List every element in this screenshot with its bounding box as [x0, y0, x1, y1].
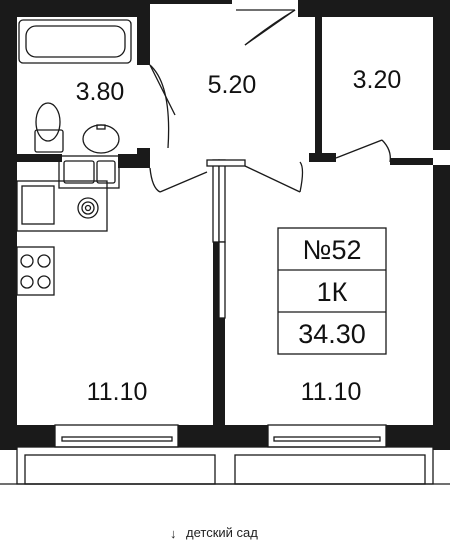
- orientation-note: ↓ детский сад: [170, 525, 258, 541]
- stove: [16, 246, 55, 296]
- balcony: [0, 446, 450, 485]
- doors: [149, 9, 391, 193]
- down-arrow-icon: ↓: [170, 526, 177, 541]
- room-area-kitchen: 11.10: [87, 378, 148, 406]
- apartment-type: 1К: [317, 277, 348, 307]
- apartment-total-area: 34.30: [298, 319, 366, 349]
- kitchen-counter: [16, 155, 120, 232]
- orientation-label: детский сад: [186, 525, 258, 540]
- room-area-living-room: 11.10: [301, 378, 362, 406]
- walls: [0, 0, 450, 450]
- washbasin: [82, 124, 120, 154]
- room-area-bathroom: 3.80: [76, 78, 125, 106]
- room-area-hall: 5.20: [208, 71, 257, 99]
- apartment-number: №52: [303, 235, 362, 265]
- toilet: [34, 102, 64, 153]
- apartment-info-box: №52 1К 34.30: [277, 227, 387, 355]
- room-area-storage: 3.20: [353, 66, 402, 94]
- bathtub: [18, 19, 132, 64]
- windows: [54, 424, 387, 448]
